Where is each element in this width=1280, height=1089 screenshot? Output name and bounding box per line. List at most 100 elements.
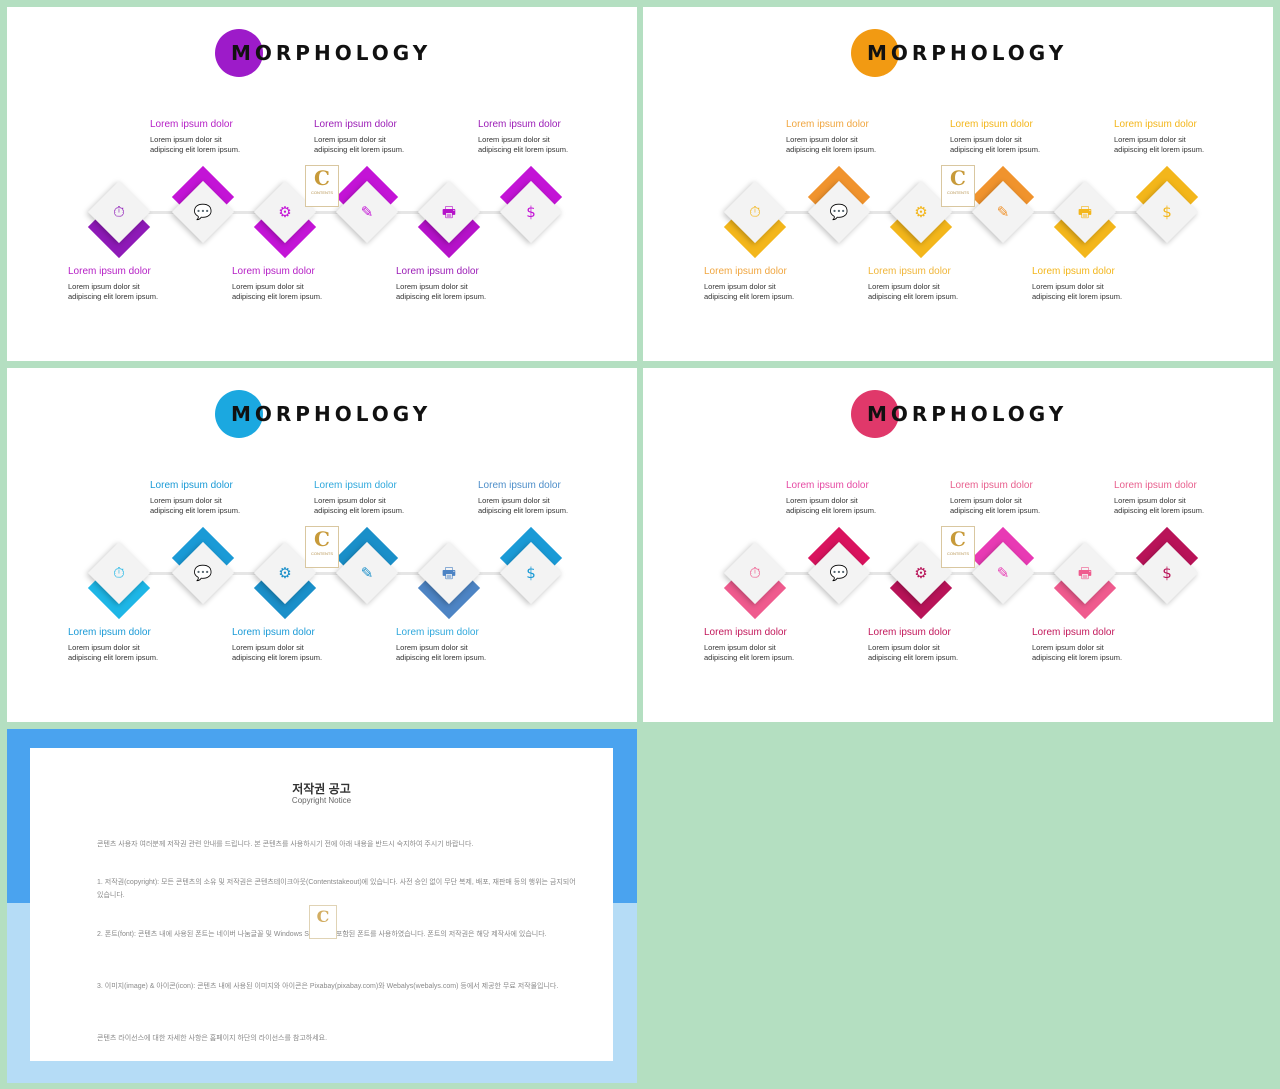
item-title: Lorem ipsum dolor	[314, 119, 397, 130]
item-description: Lorem ipsum dolor sit adipiscing elit lo…	[232, 643, 323, 662]
item-description: Lorem ipsum dolor sit adipiscing elit lo…	[1032, 282, 1123, 301]
item-title: Lorem ipsum dolor	[396, 627, 479, 638]
item-title: Lorem ipsum dolor	[1032, 266, 1115, 277]
item-title: Lorem ipsum dolor	[868, 266, 951, 277]
pencil-ruler-icon: ✎	[996, 564, 1010, 582]
money-icon: $	[526, 203, 536, 221]
item-title: Lorem ipsum dolor	[704, 627, 787, 638]
notice-title: 저작권 공고	[292, 782, 351, 796]
money-icon: $	[1162, 203, 1172, 221]
item-description: Lorem ipsum dolor sit adipiscing elit lo…	[868, 282, 959, 301]
item-description: Lorem ipsum dolor sit adipiscing elit lo…	[1114, 135, 1205, 154]
slide-title-group: MORPHOLOGY	[7, 29, 637, 77]
timeline-node: 💬	[807, 165, 871, 244]
slide-title-group: MORPHOLOGY	[7, 390, 637, 438]
chat-bubbles-icon: 💬	[829, 203, 849, 221]
logo-letter: C	[314, 166, 330, 190]
item-description: Lorem ipsum dolor sit adipiscing elit lo…	[704, 282, 795, 301]
logo-text: CONTENTS	[311, 551, 333, 556]
copyright-notice-slide[interactable]: 저작권 공고 Copyright Notice 콘텐츠 사용자 여러분께 저작권…	[7, 729, 637, 1083]
item-title: Lorem ipsum dolor	[786, 119, 869, 130]
logo-text: CONTENTS	[311, 190, 333, 195]
timeline-connector	[763, 572, 1173, 575]
money-icon: $	[1162, 564, 1172, 582]
timeline-node: ✎	[971, 165, 1035, 244]
slide-title: MORPHOLOGY	[867, 402, 1068, 426]
chat-bubbles-icon: 💬	[829, 564, 849, 582]
item-description: Lorem ipsum dolor sit adipiscing elit lo…	[314, 135, 405, 154]
item-description: Lorem ipsum dolor sit adipiscing elit lo…	[950, 496, 1041, 515]
item-title: Lorem ipsum dolor	[868, 627, 951, 638]
item-description: Lorem ipsum dolor sit adipiscing elit lo…	[68, 643, 159, 662]
timeline-node: $	[1135, 165, 1199, 244]
truck-clock-icon: ⏱	[113, 203, 125, 221]
timeline-node: 💬	[171, 526, 235, 605]
timeline-node: ⏱	[723, 541, 787, 620]
item-description: Lorem ipsum dolor sit adipiscing elit lo…	[786, 496, 877, 515]
title-circle	[851, 390, 899, 438]
item-title: Lorem ipsum dolor	[232, 266, 315, 277]
item-title: Lorem ipsum dolor	[1032, 627, 1115, 638]
slide-title: MORPHOLOGY	[231, 41, 432, 65]
timeline-node: ⚙	[889, 541, 953, 620]
item-title: Lorem ipsum dolor	[150, 480, 233, 491]
item-description: Lorem ipsum dolor sit adipiscing elit lo…	[478, 496, 569, 515]
timeline-node: ⚙	[253, 180, 317, 259]
item-description: Lorem ipsum dolor sit adipiscing elit lo…	[396, 282, 487, 301]
item-description: Lorem ipsum dolor sit adipiscing elit lo…	[1032, 643, 1123, 662]
slide-title-group: MORPHOLOGY	[643, 29, 1273, 77]
notice-card: 저작권 공고 Copyright Notice 콘텐츠 사용자 여러분께 저작권…	[30, 748, 613, 1061]
timeline-node: ✎	[335, 526, 399, 605]
item-description: Lorem ipsum dolor sit adipiscing elit lo…	[1114, 496, 1205, 515]
contents-logo: C	[309, 905, 337, 939]
item-description: Lorem ipsum dolor sit adipiscing elit lo…	[68, 282, 159, 301]
chat-bubbles-icon: 💬	[193, 564, 213, 582]
timeline-connector	[127, 211, 537, 214]
gear-arrow-icon: ⚙	[278, 203, 292, 221]
item-description: Lorem ipsum dolor sit adipiscing elit lo…	[396, 643, 487, 662]
item-title: Lorem ipsum dolor	[704, 266, 787, 277]
pencil-ruler-icon: ✎	[360, 203, 374, 221]
gear-arrow-icon: ⚙	[914, 564, 928, 582]
timeline-node: 🖶	[417, 180, 481, 259]
logo-letter: C	[314, 527, 330, 551]
slide-title: MORPHOLOGY	[231, 402, 432, 426]
gear-arrow-icon: ⚙	[278, 564, 292, 582]
timeline-node: ✎	[971, 526, 1035, 605]
gear-arrow-icon: ⚙	[914, 203, 928, 221]
timeline-node: $	[499, 165, 563, 244]
item-description: Lorem ipsum dolor sit adipiscing elit lo…	[150, 135, 241, 154]
timeline-node: ⏱	[87, 541, 151, 620]
item-description: Lorem ipsum dolor sit adipiscing elit lo…	[950, 135, 1041, 154]
printer-icon: 🖶	[441, 203, 457, 221]
printer-icon: 🖶	[441, 564, 457, 582]
truck-clock-icon: ⏱	[749, 203, 761, 221]
timeline-node: $	[1135, 526, 1199, 605]
pencil-ruler-icon: ✎	[360, 564, 374, 582]
logo-text: CONTENTS	[947, 190, 969, 195]
logo-text: CONTENTS	[947, 551, 969, 556]
item-title: Lorem ipsum dolor	[232, 627, 315, 638]
